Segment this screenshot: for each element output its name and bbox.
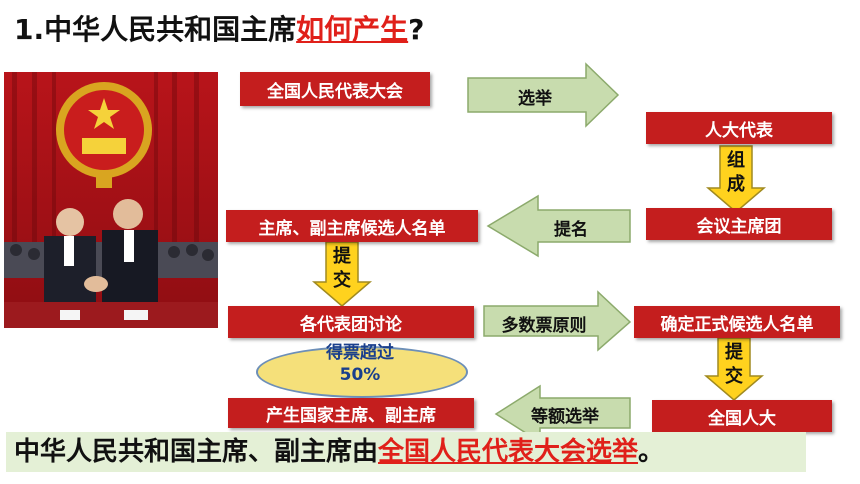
majority-arrow xyxy=(483,290,632,352)
title-suffix: ? xyxy=(408,13,425,46)
submit-b-label-1: 提 xyxy=(725,342,743,363)
conclusion-suffix: 。 xyxy=(638,437,665,467)
form-arrow xyxy=(705,145,767,213)
node-final-candidate-list: 确定正式候选人名单 xyxy=(634,306,840,338)
submit-a-label-2: 交 xyxy=(333,270,351,291)
node-produce: 产生国家主席、副主席 xyxy=(228,398,474,428)
node-plenary: 全国人大 xyxy=(652,400,832,432)
conclusion-prefix: 中华人民共和国主席、副主席由 xyxy=(14,437,379,467)
submit-b-label-2: 交 xyxy=(725,366,743,387)
differential-arrow xyxy=(494,384,631,444)
majority-note-line2: 50% xyxy=(339,365,381,385)
node-npc: 全国人民代表大会 xyxy=(240,72,430,106)
submit-arrow-a xyxy=(311,241,373,307)
page-title: 1.中华人民共和国主席如何产生? xyxy=(14,10,424,50)
majority-note-line1: 得票超过 xyxy=(326,343,394,363)
elect-label: 选举 xyxy=(518,89,552,109)
nominate-label: 提名 xyxy=(554,220,588,240)
majority-label: 多数票原则 xyxy=(501,316,587,336)
node-deputies: 人大代表 xyxy=(646,112,832,144)
node-presidium: 会议主席团 xyxy=(646,208,832,240)
majority-note-ellipse xyxy=(256,346,468,398)
title-highlight: 如何产生 xyxy=(296,13,409,46)
title-prefix: 1.中华人民共和国主席 xyxy=(14,13,297,46)
ceremony-photo-image xyxy=(4,72,218,328)
ceremony-photo xyxy=(4,72,218,328)
conclusion-text: 中华人民共和国主席、副主席由全国人民代表大会选举。 xyxy=(14,432,664,472)
node-delegation-discussion: 各代表团讨论 xyxy=(228,306,474,338)
majority-note: 得票超过 50% xyxy=(256,342,464,386)
differential-label: 等额选举 xyxy=(531,407,599,427)
submit-a-label-1: 提 xyxy=(333,246,351,267)
conclusion-band xyxy=(6,432,806,472)
conclusion-highlight: 全国人民代表大会选举 xyxy=(378,437,639,467)
form-label-1: 组 xyxy=(727,150,745,171)
nominate-arrow xyxy=(486,194,631,258)
node-candidate-list: 主席、副主席候选人名单 xyxy=(226,210,478,242)
form-label-2: 成 xyxy=(727,174,745,195)
elect-arrow xyxy=(467,62,620,128)
submit-arrow-b xyxy=(703,337,765,401)
